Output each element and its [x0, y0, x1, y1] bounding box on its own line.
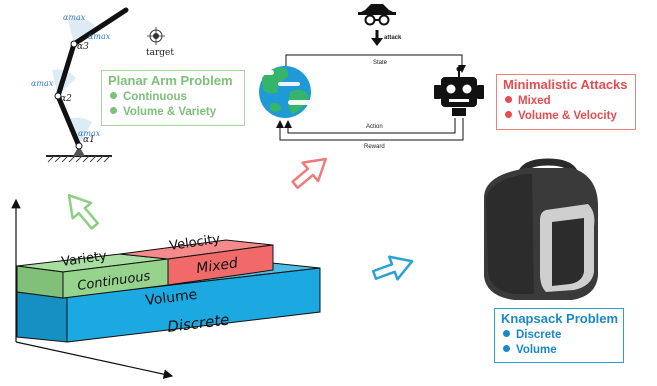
bullet-icon — [505, 96, 512, 103]
attack-arrow-head — [371, 38, 383, 46]
green-arrow — [67, 194, 100, 230]
arm-base — [73, 146, 85, 156]
ground-hatch — [47, 155, 111, 163]
planar-arm-list: Continuous Volume & Variety — [108, 90, 238, 120]
stacked-blocks: Variety Continuous Velocity Mixed Volume… — [16, 232, 321, 343]
max-label-1: αmax — [78, 129, 101, 138]
state-label: State — [373, 60, 388, 66]
depth-axis — [15, 341, 174, 379]
robot-icon — [434, 66, 484, 116]
bullet-icon — [505, 111, 512, 118]
list-item: Volume — [501, 343, 617, 358]
angle-label-a1: α1 — [83, 135, 95, 145]
rl-attack-illustration: attack State Action Reward — [250, 4, 484, 150]
list-item: Mixed — [503, 94, 629, 109]
list-item: Volume & Variety — [108, 105, 238, 120]
attacks-title: Minimalistic Attacks — [503, 77, 628, 92]
bullet-icon — [503, 345, 510, 352]
joint-2 — [54, 92, 62, 100]
attacks-item-volume-velocity: Volume & Velocity — [518, 110, 617, 122]
bullet-icon — [503, 330, 510, 337]
green-block-side — [16, 265, 64, 299]
reward-label: Reward — [364, 144, 385, 150]
backpack-icon — [484, 158, 598, 300]
knapsack-item-discrete: Discrete — [516, 329, 562, 341]
state-line — [285, 54, 466, 76]
attacks-list: Mixed Volume & Velocity — [503, 94, 629, 124]
blue-block-side — [16, 291, 68, 343]
angle-label-a2: α2 — [60, 94, 72, 104]
blue-arrow — [371, 255, 414, 281]
max-label-3: αmax — [63, 13, 86, 22]
planar-arm-illustration: α1 α2 α3 αmax αmax αmax αmax target — [31, 7, 174, 163]
planar-arm-info-box: Planar Arm Problem Continuous Volume & V… — [101, 70, 245, 126]
attack-label: attack — [384, 35, 402, 41]
label-variety: Variety — [60, 249, 108, 270]
spy-icon — [358, 4, 396, 26]
planar-arm-title: Planar Arm Problem — [108, 73, 233, 88]
target-label: target — [146, 48, 174, 58]
attacks-item-mixed: Mixed — [518, 95, 551, 107]
knapsack-info-box: Knapsack Problem Discrete Volume — [494, 308, 624, 363]
label-velocity: Velocity — [168, 232, 221, 254]
red-block-front — [167, 244, 274, 286]
target-icon — [147, 27, 165, 45]
list-item: Continuous — [108, 90, 238, 105]
label-volume: Volume — [145, 287, 199, 309]
knapsack-title: Knapsack Problem — [501, 311, 619, 326]
max-label-2: αmax — [31, 79, 54, 88]
list-item: Volume & Velocity — [503, 109, 629, 124]
joint-3 — [70, 40, 78, 48]
max-label-4: αmax — [88, 32, 111, 41]
arm-links — [55, 7, 129, 149]
red-arrow — [291, 157, 327, 190]
angle-label-a3: α3 — [77, 42, 89, 52]
knapsack-list: Discrete Volume — [501, 328, 617, 358]
list-item: Discrete — [501, 328, 617, 343]
angle-cone-3 — [68, 18, 95, 44]
attacks-info-box: Minimalistic Attacks Mixed Volume & Velo… — [496, 74, 636, 130]
bullet-icon — [110, 92, 117, 99]
joint-1 — [75, 142, 83, 150]
reward-line — [276, 118, 464, 141]
action-line — [284, 118, 456, 134]
planar-arm-item-volume-variety: Volume & Variety — [123, 106, 217, 118]
knapsack-item-volume: Volume — [516, 344, 557, 356]
bullet-icon — [110, 107, 117, 114]
action-label: Action — [366, 124, 383, 130]
planar-arm-item-continuous: Continuous — [123, 91, 187, 103]
globe-icon — [250, 66, 320, 118]
axes — [11, 198, 174, 379]
label-mixed: Mixed — [195, 255, 239, 277]
